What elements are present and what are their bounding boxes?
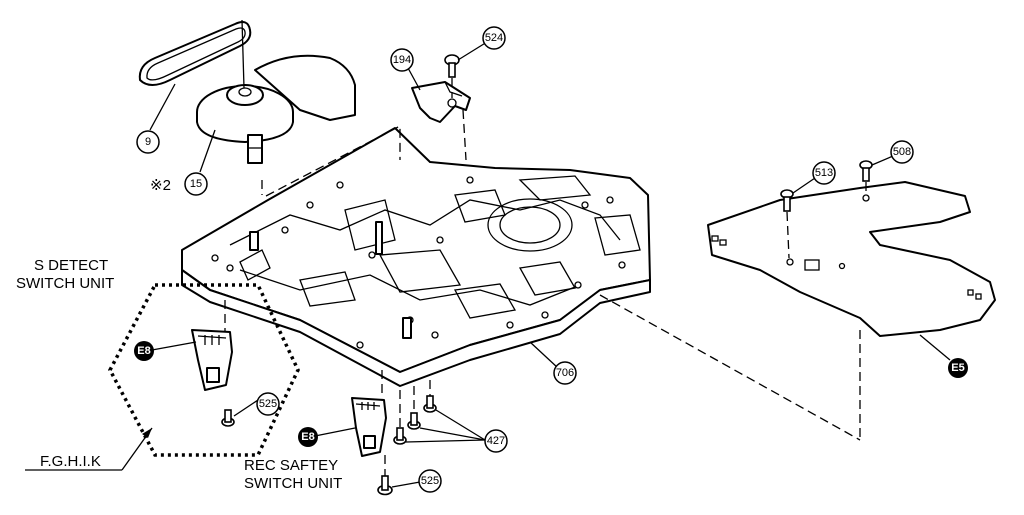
fghik-label: F.G.H.I.K	[40, 453, 101, 470]
callout-525-b-text: 525	[421, 475, 439, 487]
callout-9-text: 9	[145, 136, 151, 148]
rec-saftey-label-line2: SWITCH UNIT	[244, 475, 342, 492]
note-2-label: ※2	[150, 177, 171, 194]
main-chassis	[181, 127, 651, 387]
callout-e8-a: E8	[134, 341, 154, 361]
callout-15: 15	[184, 172, 208, 196]
callout-e8-a-text: E8	[137, 345, 150, 357]
screws-427	[393, 395, 437, 445]
s-detect-label-line2: SWITCH UNIT	[16, 275, 114, 292]
callout-e5: E5	[948, 358, 968, 378]
chassis-holes	[211, 176, 626, 349]
callout-e8-b-text: E8	[301, 431, 314, 443]
callout-427: 427	[484, 429, 508, 453]
callout-524: 524	[482, 26, 506, 50]
callout-9: 9	[136, 130, 160, 154]
pulley-part	[196, 19, 356, 164]
screw-525b	[377, 475, 393, 496]
callout-706: 706	[553, 361, 577, 385]
screw-513	[780, 189, 794, 259]
assembly-lines	[224, 124, 861, 482]
rec-saftey-switch-unit	[351, 397, 387, 457]
callout-427-text: 427	[487, 435, 505, 447]
callout-194-text: 194	[393, 54, 411, 66]
callout-508: 508	[890, 140, 914, 164]
callout-525-b: 525	[418, 469, 442, 493]
bracket-part	[411, 81, 471, 161]
sub-plate-e5	[707, 181, 996, 337]
callout-513-text: 513	[815, 167, 833, 179]
callout-706-text: 706	[556, 367, 574, 379]
rec-saftey-label-line1: REC SAFTEY	[244, 457, 338, 474]
callout-e5-text: E5	[951, 362, 964, 374]
belt-part	[138, 21, 252, 86]
callout-194: 194	[390, 48, 414, 72]
leader-lines	[25, 41, 951, 488]
callout-524-text: 524	[485, 32, 503, 44]
s-detect-label-line1: S DETECT	[34, 257, 108, 274]
callout-e8-b: E8	[298, 427, 318, 447]
callout-525-a: 525	[256, 392, 280, 416]
screw-508	[859, 160, 873, 195]
callout-513: 513	[812, 161, 836, 185]
callout-525-a-text: 525	[259, 398, 277, 410]
s-detect-switch-unit	[108, 283, 300, 457]
callout-508-text: 508	[893, 146, 911, 158]
callout-15-text: 15	[190, 178, 202, 190]
